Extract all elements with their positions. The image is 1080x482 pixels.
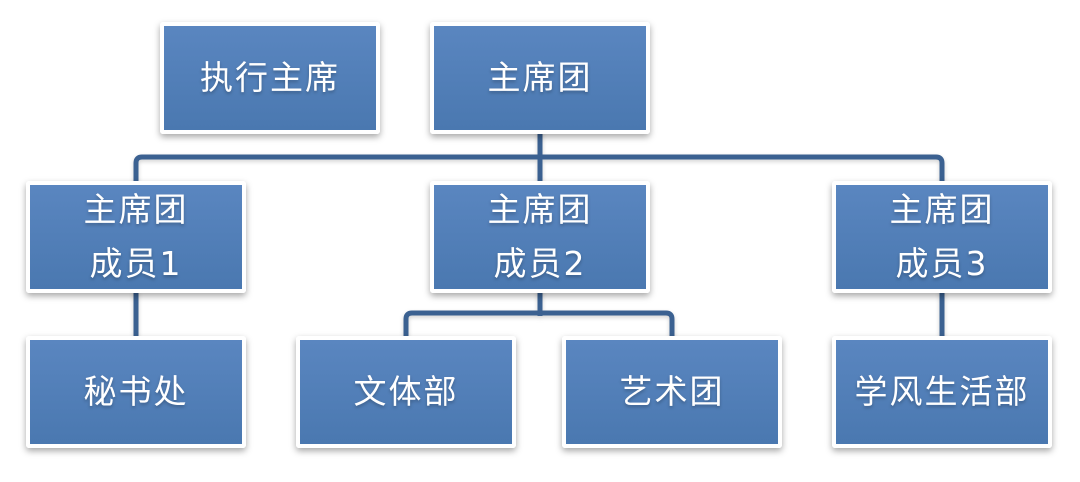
node-secretariat: 秘书处 bbox=[26, 336, 246, 448]
node-secretariat-label: 秘书处 bbox=[83, 372, 189, 411]
node-presidium-member-2: 主席团 成员2 bbox=[430, 181, 650, 293]
node-member3-label-line1: 主席团 bbox=[889, 190, 995, 229]
connector-level3-bus bbox=[403, 310, 675, 341]
node-member3-label-line2: 成员3 bbox=[895, 244, 989, 283]
node-executive-chair-label: 执行主席 bbox=[200, 58, 340, 97]
node-presidium-member-3: 主席团 成员3 bbox=[832, 181, 1052, 293]
node-executive-chair: 执行主席 bbox=[160, 22, 380, 134]
node-culture-sports-dept: 文体部 bbox=[296, 336, 516, 448]
node-study-life-dept-label: 学风生活部 bbox=[854, 372, 1030, 411]
node-member2-label-line1: 主席团 bbox=[487, 190, 593, 229]
node-art-troupe: 艺术团 bbox=[562, 336, 782, 448]
node-study-life-dept: 学风生活部 bbox=[832, 336, 1052, 448]
node-presidium-label: 主席团 bbox=[487, 58, 593, 97]
node-art-troupe-label: 艺术团 bbox=[619, 372, 725, 411]
node-member2-label-line2: 成员2 bbox=[493, 244, 587, 283]
node-member1-label-line1: 主席团 bbox=[83, 190, 189, 229]
node-presidium: 主席团 bbox=[430, 22, 650, 134]
node-member1-label-line2: 成员1 bbox=[89, 244, 183, 283]
node-culture-sports-dept-label: 文体部 bbox=[353, 372, 459, 411]
node-presidium-member-1: 主席团 成员1 bbox=[26, 181, 246, 293]
